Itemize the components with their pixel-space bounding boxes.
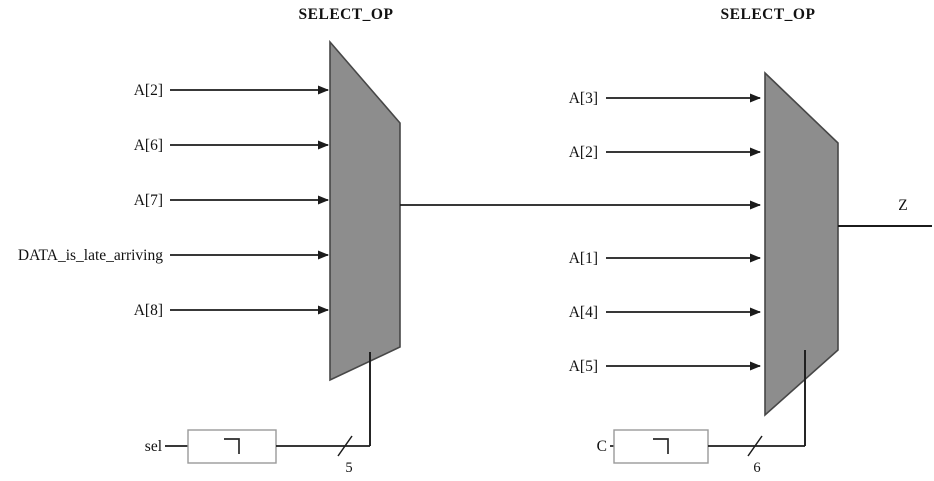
left-input-label-4: A[8] — [134, 302, 163, 319]
left-input-label-2: A[7] — [134, 192, 163, 209]
left-input-label-3: DATA_is_late_arriving — [18, 247, 163, 264]
corner-bar-icon — [653, 438, 669, 454]
right-bus-width: 6 — [753, 460, 760, 476]
right-mux-title: SELECT_OP — [721, 6, 816, 23]
left-bus-slash — [337, 435, 353, 457]
output-label: Z — [898, 197, 907, 214]
left-bus-width: 5 — [345, 460, 352, 476]
corner-bar-icon — [224, 438, 240, 454]
right-input-label-0: A[3] — [569, 90, 598, 107]
left-select-box — [187, 429, 277, 464]
left-mux-shape — [329, 39, 401, 382]
right-input-label-1: A[2] — [569, 144, 598, 161]
left-mux-title: SELECT_OP — [299, 6, 394, 23]
right-input-label-3: A[4] — [569, 304, 598, 321]
right-select-box — [613, 429, 709, 464]
right-input-label-4: A[5] — [569, 358, 598, 375]
left-select-label: sel — [145, 438, 162, 455]
right-bus-slash — [747, 435, 763, 457]
left-input-label-0: A[2] — [134, 82, 163, 99]
right-mux-shape — [764, 71, 839, 417]
left-input-label-1: A[6] — [134, 137, 163, 154]
right-select-label: C — [597, 438, 607, 455]
right-input-label-2: A[1] — [569, 250, 598, 267]
